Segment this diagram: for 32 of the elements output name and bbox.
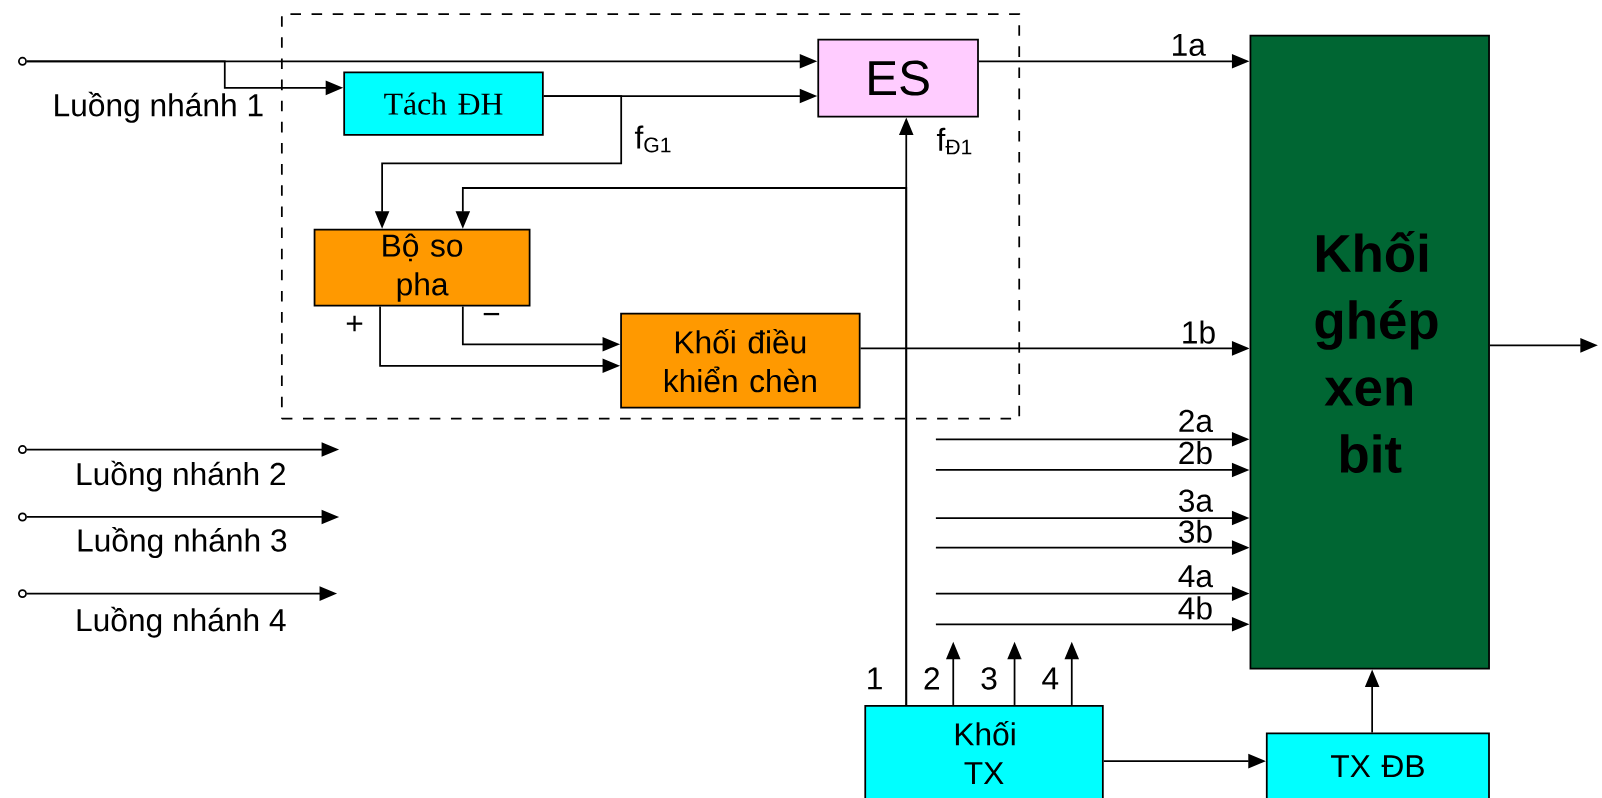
input-label: Luồng nhánh 1 [55, 91, 263, 123]
edge-label: 4a [1178, 565, 1213, 588]
input-terminal [18, 445, 27, 455]
edge-label: + [346, 315, 363, 332]
input-terminal [18, 56, 27, 66]
edge-label: f$_{G1}$ [634, 125, 671, 153]
edge-label: 1a [1173, 33, 1206, 57]
process-box: ES [817, 38, 979, 118]
edge-label: 1 [868, 667, 882, 690]
edge-label: 3b [1179, 519, 1212, 543]
edge-label: 2b [1179, 441, 1212, 465]
input-label: Luồng nhánh 3 [78, 527, 287, 558]
process-box: TX ĐB [1265, 732, 1490, 798]
edge-label: 4b [1178, 596, 1212, 620]
input-label: Luồng nhánh 2 [77, 460, 285, 492]
edge-label: 2a [1179, 409, 1213, 433]
dashed-boundary [280, 13, 1021, 420]
process-box: Bộ so pha [313, 228, 531, 307]
process-box: Khối TX [864, 705, 1104, 798]
edge-label: 3 [981, 667, 997, 690]
signal-label: f$_{Đ1}$ [936, 127, 972, 155]
process-box: Khối điều khiển chèn [620, 312, 861, 409]
input-label: Luồng nhánh 4 [77, 606, 286, 638]
edge-label: 1b [1183, 320, 1215, 344]
edge-label: − [483, 313, 500, 316]
edge-label: 3a [1179, 489, 1213, 512]
edge-label: 2 [924, 667, 939, 690]
input-terminal [18, 589, 27, 599]
multiplexer-block: Khối ghép xen bit [1249, 34, 1490, 670]
input-terminal [18, 512, 27, 522]
edge-label: 4 [1042, 667, 1059, 690]
process-box: Tách ĐH [343, 71, 544, 136]
